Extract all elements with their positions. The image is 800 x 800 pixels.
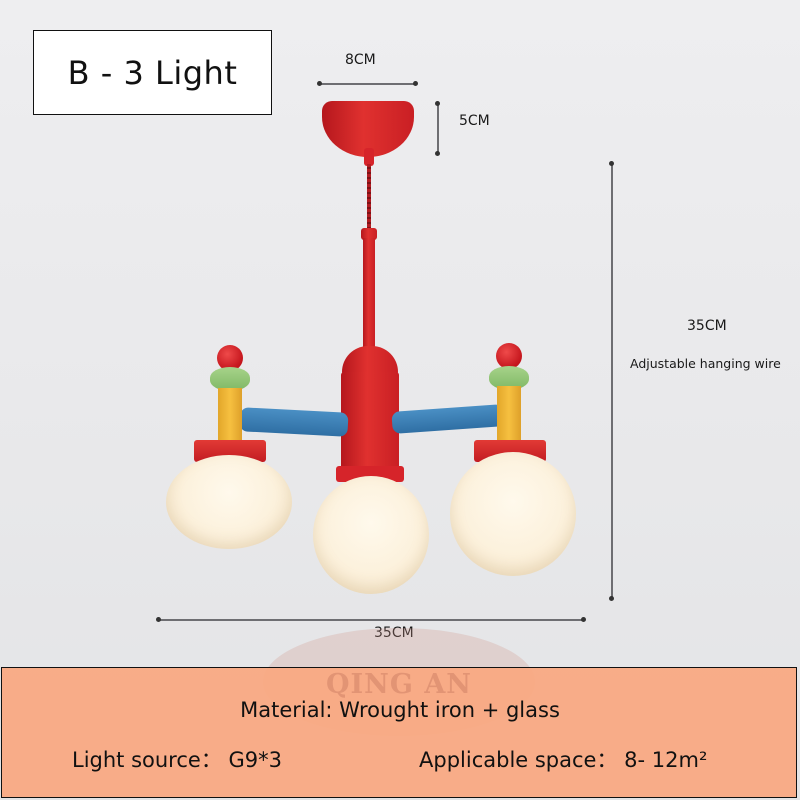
variant-title-box: B - 3 Light xyxy=(33,30,272,115)
hanging-height-line xyxy=(611,163,613,598)
canopy-height-label: 5CM xyxy=(459,113,490,129)
left-yellow-post xyxy=(218,388,242,442)
right-yellow-post xyxy=(497,386,521,442)
total-width-label: 35CM xyxy=(374,625,414,641)
hanging-cable xyxy=(367,164,371,230)
left-green-ring xyxy=(210,367,250,391)
dimension-endpoint xyxy=(413,81,418,86)
rod-collar xyxy=(361,228,377,240)
center-glass-globe xyxy=(313,476,429,594)
dimension-endpoint xyxy=(609,161,614,166)
dimension-endpoint xyxy=(609,596,614,601)
dimension-endpoint xyxy=(317,81,322,86)
pendant-lamp-image xyxy=(166,101,576,594)
canopy-height-line xyxy=(437,103,439,153)
hanging-wire-note: Adjustable hanging wire xyxy=(630,356,781,371)
right-top-ball xyxy=(496,343,522,369)
total-width-line xyxy=(158,619,583,621)
variant-title: B - 3 Light xyxy=(67,53,238,92)
left-top-ball xyxy=(217,345,243,371)
dimension-endpoint xyxy=(435,101,440,106)
canopy-width-label: 8CM xyxy=(345,52,376,68)
spec-material: Material: Wrought iron + glass xyxy=(240,698,560,722)
dimension-endpoint xyxy=(156,617,161,622)
dimension-endpoint xyxy=(435,151,440,156)
canopy-hook xyxy=(364,148,374,166)
spec-light-source: Light source： G9*3 xyxy=(72,748,282,772)
center-rod xyxy=(363,238,375,348)
spec-applicable-space: Applicable space： 8- 12m² xyxy=(419,748,708,772)
canopy-width-line xyxy=(319,83,415,85)
spec-panel xyxy=(1,667,797,798)
dimension-endpoint xyxy=(581,617,586,622)
left-arm xyxy=(239,407,349,437)
right-glass-globe xyxy=(450,452,576,576)
right-arm xyxy=(391,404,505,434)
hanging-height-label: 35CM xyxy=(687,318,727,334)
watermark-text: QING AN xyxy=(326,669,472,700)
center-body xyxy=(341,372,399,470)
left-glass-globe xyxy=(166,455,292,549)
